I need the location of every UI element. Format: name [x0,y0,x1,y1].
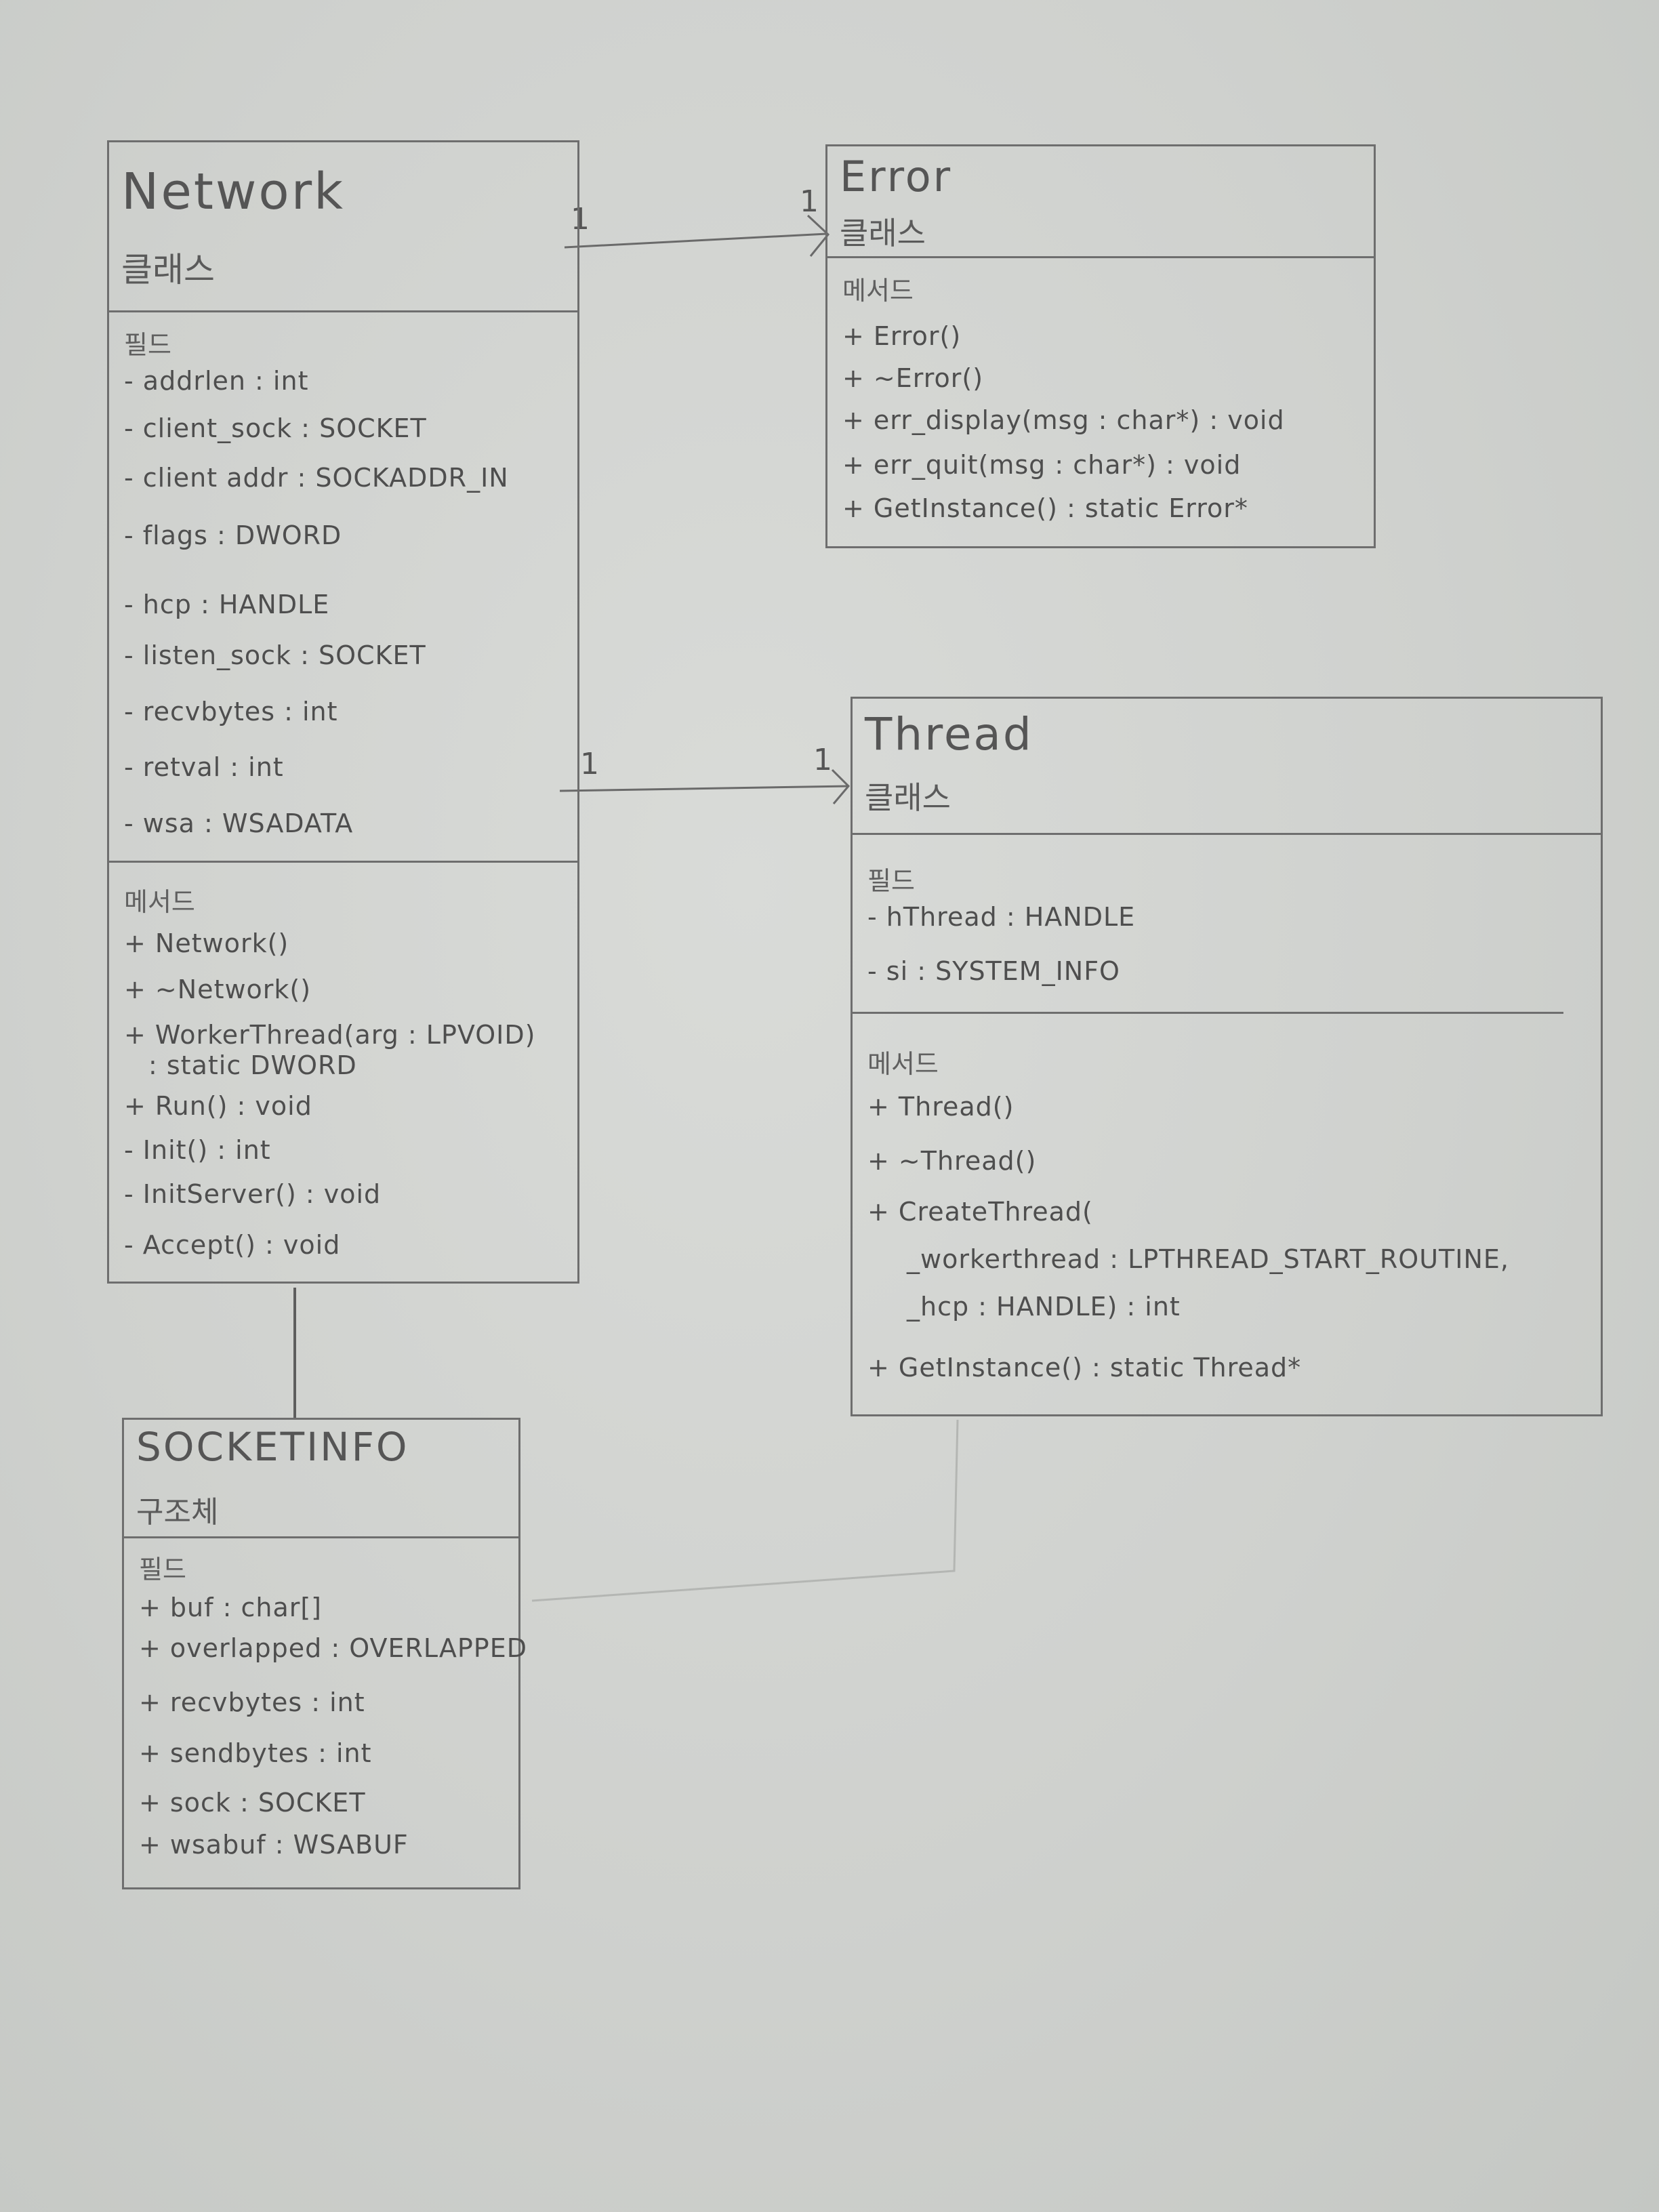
error-method: + err_display(msg : char*) : void [842,405,1285,435]
thread-name-divider [853,833,1601,835]
network-class-box: Network 클래스 필드 - addrlen : int - client_… [107,140,579,1284]
network-field: - addrlen : int [124,366,309,396]
thread-methods-label: 메서드 [867,1049,939,1079]
network-method: - Init() : int [124,1135,271,1165]
network-method-continuation: : static DWORD [148,1050,357,1080]
error-method: + ~Error() [842,363,984,393]
error-class-box: Error 클래스 메서드 + Error() + ~Error() + err… [825,144,1376,548]
network-method: + WorkerThread(arg : LPVOID) [124,1020,536,1050]
network-thread-source-multiplicity: 1 [580,747,599,781]
network-field: - wsa : WSADATA [124,808,354,838]
network-field: - retval : int [124,752,284,782]
network-error-association [564,232,827,249]
thread-method-param: _workerthread : LPTHREAD_START_ROUTINE, [907,1244,1509,1274]
thread-class-name: Thread [865,708,1033,760]
network-method: + Run() : void [124,1091,312,1121]
socketinfo-struct-box: SOCKETINFO 구조체 필드 + buf : char[] + overl… [122,1418,527,1889]
socketinfo-field: + wsabuf : WSABUF [139,1830,409,1860]
thread-class-kind: 클래스 [865,779,951,816]
error-method: + GetInstance() : static Error* [842,493,1248,523]
network-fields-label: 필드 [124,330,171,360]
network-field: - recvbytes : int [124,697,338,726]
socketinfo-field: + sendbytes : int [139,1738,372,1768]
network-method: - Accept() : void [124,1230,341,1260]
thread-field: - hThread : HANDLE [867,902,1136,932]
socketinfo-fields-label: 필드 [139,1555,186,1584]
network-method: + ~Network() [124,975,312,1004]
network-field: - client addr : SOCKADDR_IN [124,463,509,493]
socketinfo-struct-kind: 구조체 [136,1495,219,1530]
socketinfo-field: + overlapped : OVERLAPPED [139,1633,527,1663]
network-thread-association [559,785,849,792]
socketinfo-struct-name: SOCKETINFO [136,1424,409,1470]
network-name-divider [109,310,577,312]
thread-fields-label: 필드 [867,866,915,896]
thread-method: + CreateThread( [867,1197,1093,1227]
network-class-name: Network [121,163,345,221]
error-name-divider [827,256,1374,258]
error-methods-label: 메서드 [842,276,914,306]
socketinfo-field: + sock : SOCKET [139,1788,366,1818]
thread-field: - si : SYSTEM_INFO [867,956,1120,986]
network-methods-label: 메서드 [124,887,195,917]
network-thread-target-multiplicity: 1 [813,743,832,777]
socketinfo-field: + buf : char[] [139,1593,322,1622]
network-fields-divider [109,861,577,863]
thread-method-param: _hcp : HANDLE) : int [907,1292,1181,1322]
error-class-kind: 클래스 [840,215,926,251]
network-error-target-multiplicity: 1 [800,184,819,219]
socketinfo-name-divider [124,1536,518,1538]
thread-method: + Thread() [867,1092,1015,1122]
thread-fields-divider [853,1012,1563,1014]
network-field: - client_sock : SOCKET [124,413,427,443]
network-field: - listen_sock : SOCKET [124,640,426,670]
network-error-arrowhead [806,214,830,257]
thread-class-box: Thread 클래스 필드 - hThread : HANDLE - si : … [851,697,1603,1416]
network-method: + Network() [124,928,289,958]
error-class-name: Error [840,152,953,201]
faint-thread-socketinfo-link [531,1419,959,1602]
thread-method: + GetInstance() : static Thread* [867,1353,1302,1382]
network-thread-arrowhead [831,769,851,804]
network-error-source-multiplicity: 1 [571,202,590,237]
network-class-kind: 클래스 [121,250,215,289]
thread-method: + ~Thread() [867,1146,1037,1176]
error-method: + err_quit(msg : char*) : void [842,450,1242,480]
network-field: - hcp : HANDLE [124,590,330,619]
socketinfo-field: + recvbytes : int [139,1687,365,1717]
error-method: + Error() [842,321,962,351]
network-field: - flags : DWORD [124,520,342,550]
network-method: - InitServer() : void [124,1179,382,1209]
